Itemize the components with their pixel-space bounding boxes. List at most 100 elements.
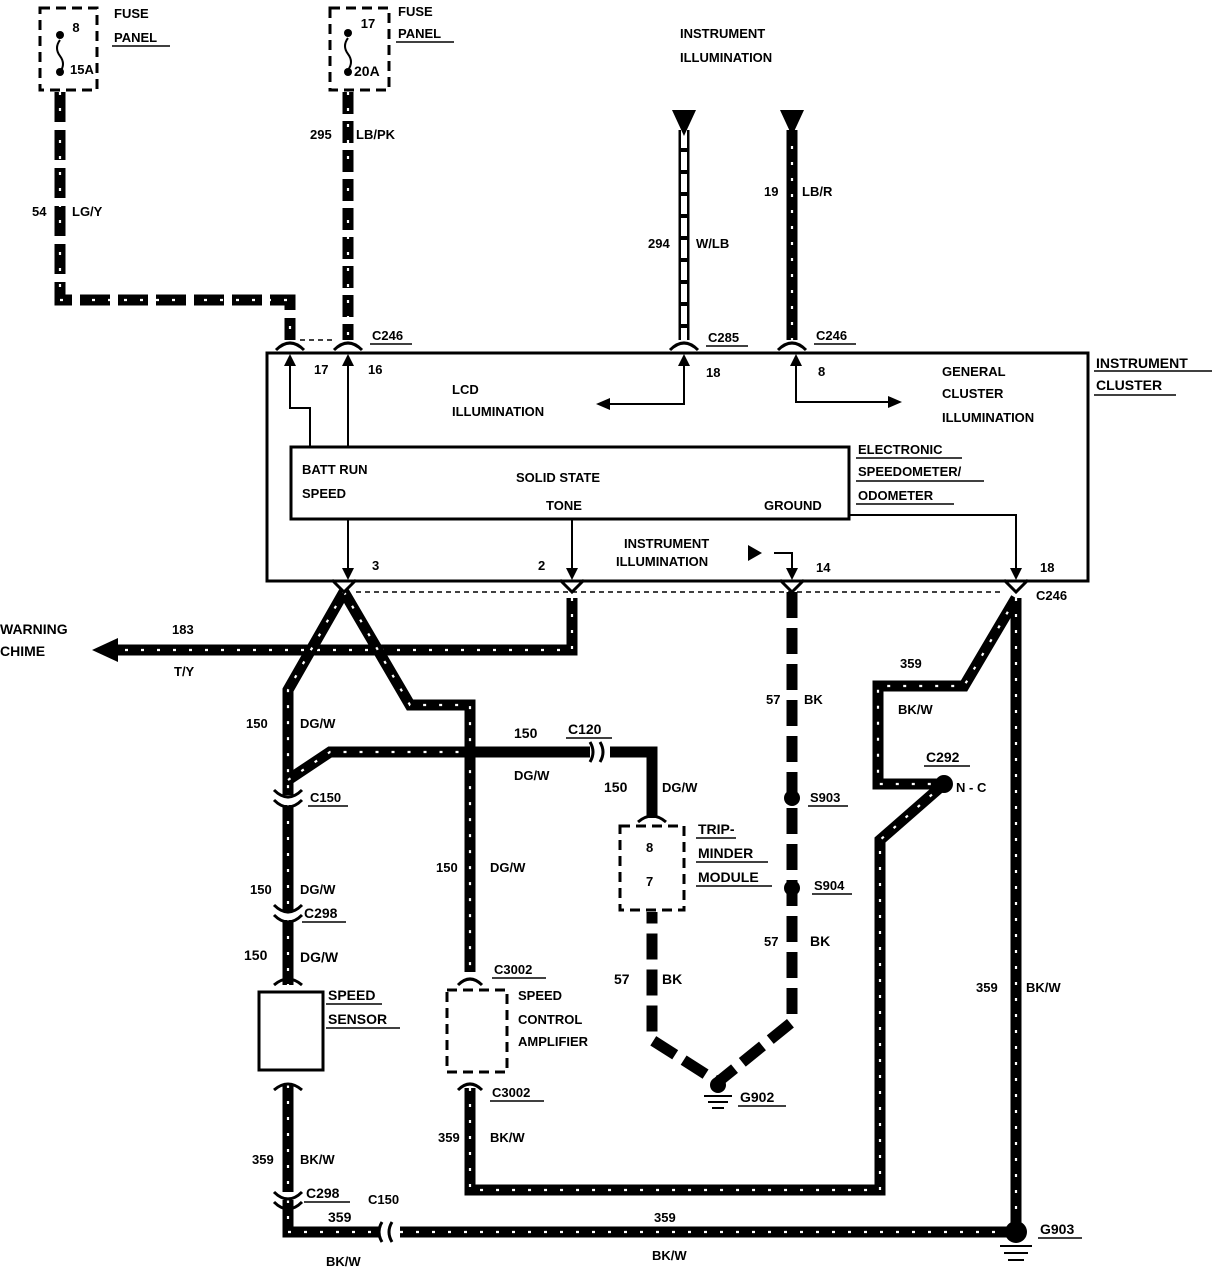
- lcd-illumination-label: ILLUMINATION: [452, 404, 544, 419]
- instrument-illumination-top-label: ILLUMINATION: [680, 50, 772, 65]
- pin-16: 16: [368, 362, 382, 377]
- fuse-panel-2-label: FUSE: [398, 4, 433, 19]
- wire-359-network: [282, 595, 1022, 1238]
- wire-57-color: BK: [810, 933, 830, 949]
- speedometer-box: [289, 445, 851, 521]
- instrument-illumination-inner-label: ILLUMINATION: [616, 554, 708, 569]
- tripminder-module-box: [618, 824, 686, 912]
- general-cluster-illumination-label: GENERAL: [942, 364, 1006, 379]
- wire-19-circuit: 19: [764, 184, 778, 199]
- wire-183: [110, 598, 578, 656]
- warning-chime-label: CHIME: [0, 643, 45, 659]
- instrument-cluster-title: CLUSTER: [1096, 377, 1162, 393]
- fuse-panel-1-label: PANEL: [114, 30, 157, 45]
- wire-359-color: BK/W: [898, 702, 933, 717]
- speed-sensor-label: SPEED: [328, 987, 375, 1003]
- fuse-panel-1-label: FUSE: [114, 6, 149, 21]
- tripminder-label: MINDER: [698, 845, 753, 861]
- batt-run-label: BATT RUN: [302, 462, 367, 477]
- wire-57-color: BK: [662, 971, 682, 987]
- instrument-illumination-inner-label: INSTRUMENT: [624, 536, 709, 551]
- wire-57-network: [646, 592, 798, 1089]
- instrument-cluster-title: INSTRUMENT: [1096, 355, 1188, 371]
- tripminder-pin-7: 7: [646, 874, 653, 889]
- speed-control-amplifier-label: SPEED: [518, 988, 562, 1003]
- wire-57-color: BK: [804, 692, 823, 707]
- ground-g903: G903: [1040, 1221, 1074, 1237]
- wire-359-circuit: 359: [438, 1130, 460, 1145]
- wire-54-color: LG/Y: [72, 204, 103, 219]
- connector-c3002-top: C3002: [494, 962, 532, 977]
- wire-359-color: BK/W: [652, 1248, 687, 1263]
- ground-g902: G902: [740, 1089, 774, 1105]
- wire-359-color: BK/W: [1026, 980, 1061, 995]
- wire-19-color: LB/R: [802, 184, 833, 199]
- wire-54: [54, 92, 296, 340]
- fuse-17-number: 17: [361, 16, 375, 31]
- pin-17: 17: [314, 362, 328, 377]
- fuse-17-rating: 20A: [354, 63, 380, 79]
- wire-359-circuit: 359: [654, 1210, 676, 1225]
- wire-183-circuit: 183: [172, 622, 194, 637]
- speed-control-amplifier-label: AMPLIFIER: [518, 1034, 589, 1049]
- electronic-speedometer-title: ODOMETER: [858, 488, 934, 503]
- electronic-speedometer-title: SPEEDOMETER/: [858, 464, 962, 479]
- wire-57-circuit: 57: [764, 934, 778, 949]
- wire-359-circuit: 359: [900, 656, 922, 671]
- fuse-8: 8 15A: [38, 6, 99, 92]
- wire-359-color: BK/W: [300, 1152, 335, 1167]
- wire-359-circuit: 359: [252, 1152, 274, 1167]
- wire-150-circuit: 150: [604, 779, 628, 795]
- wire-183-color: T/Y: [174, 664, 195, 679]
- pin-18-top: 18: [706, 365, 720, 380]
- pin-2: 2: [538, 558, 545, 573]
- wire-359-color: BK/W: [326, 1254, 361, 1269]
- fuse-panel-2-label: PANEL: [398, 26, 441, 41]
- pin-3: 3: [372, 558, 379, 573]
- pin-8: 8: [818, 364, 825, 379]
- splice-s904: S904: [814, 878, 845, 893]
- wire-150-circuit: 150: [250, 882, 272, 897]
- general-cluster-illumination-label: ILLUMINATION: [942, 410, 1034, 425]
- speed-label: SPEED: [302, 486, 346, 501]
- wire-294-circuit: 294: [648, 236, 670, 251]
- wire-359-circuit: 359: [328, 1209, 352, 1225]
- ground-g903-icon: [1000, 1221, 1032, 1261]
- wire-150-color: DG/W: [662, 780, 698, 795]
- wire-150-color: DG/W: [300, 716, 336, 731]
- fuse-8-number: 8: [72, 20, 79, 35]
- fuse-17: 17 20A: [328, 6, 391, 92]
- wire-57-circuit: 57: [766, 692, 780, 707]
- wire-54-circuit: 54: [32, 204, 47, 219]
- tripminder-label: MODULE: [698, 869, 759, 885]
- connector-c292: C292: [926, 749, 960, 765]
- wire-150-circuit: 150: [244, 947, 268, 963]
- fuse-8-rating: 15A: [70, 62, 94, 77]
- connector-c150-top: C150: [310, 790, 341, 805]
- warning-chime-arrow-icon: [92, 638, 118, 662]
- splice-s903: S903: [810, 790, 840, 805]
- connector-c298-top: C298: [304, 905, 338, 921]
- speed-control-amplifier-label: CONTROL: [518, 1012, 582, 1027]
- instrument-cluster-box: [265, 351, 1090, 583]
- wire-150-network: [282, 589, 658, 985]
- speed-sensor-box: [257, 990, 325, 1072]
- wire-150-color: DG/W: [490, 860, 526, 875]
- connector-c285: C285: [708, 330, 739, 345]
- wire-295-circuit: 295: [310, 127, 332, 142]
- wire-57-circuit: 57: [614, 971, 630, 987]
- ground-g902-icon: [704, 1077, 732, 1109]
- warning-chime-label: WARNING: [0, 621, 68, 637]
- wire-359-color: BK/W: [490, 1130, 525, 1145]
- wire-150-circuit: 150: [436, 860, 458, 875]
- wire-295-color: LB/PK: [356, 127, 396, 142]
- wire-150-color: DG/W: [514, 768, 550, 783]
- lcd-illumination-label: LCD: [452, 382, 479, 397]
- electronic-speedometer-title: ELECTRONIC: [858, 442, 943, 457]
- connector-c298-bottom: C298: [306, 1185, 340, 1201]
- wire-150-circuit: 150: [514, 725, 538, 741]
- tripminder-label: TRIP-: [698, 821, 735, 837]
- instrument-illumination-top-label: INSTRUMENT: [680, 26, 765, 41]
- wire-150-color: DG/W: [300, 949, 339, 965]
- connector-c3002-bottom: C3002: [492, 1085, 530, 1100]
